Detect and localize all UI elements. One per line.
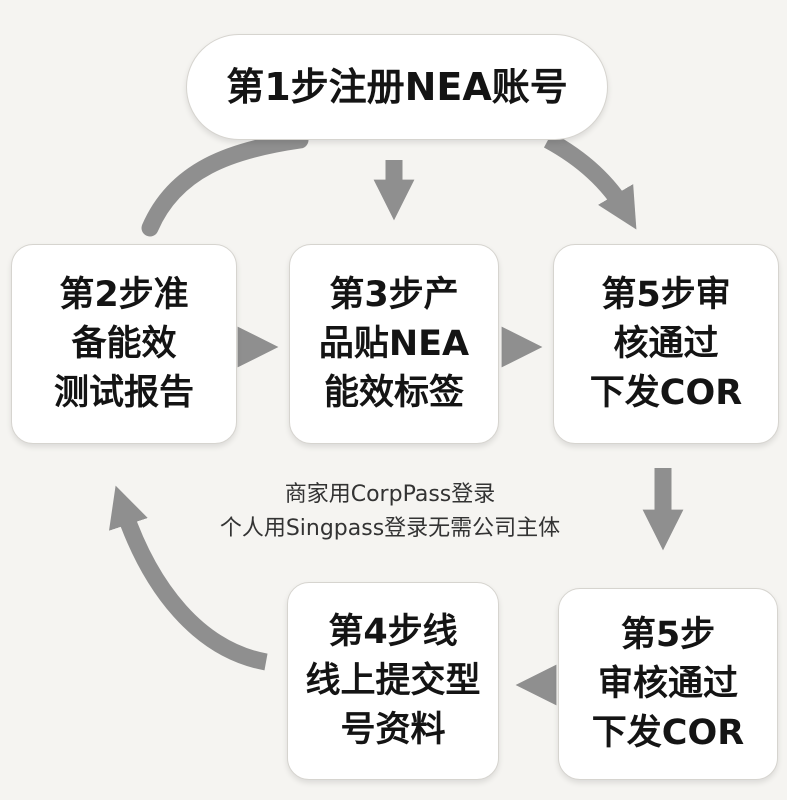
arrow-loop-left-top	[141, 131, 309, 237]
step4-label: 第4步线 线上提交型 号资料	[305, 611, 481, 750]
step4-box: 第4步线 线上提交型 号资料	[287, 582, 499, 780]
step3-box: 第3步产 品贴NEA 能效标签	[289, 244, 499, 444]
note-line1: 商家用CorpPass登录	[284, 482, 496, 507]
step5-top-box: 第5步审 核通过 下发COR	[553, 244, 779, 444]
step3-label: 第3步产 品贴NEA 能效标签	[318, 274, 470, 413]
arrow-step1-to-step5	[543, 132, 637, 230]
note-line2: 个人用Singpass登录无需公司主体	[219, 516, 561, 541]
step5-bottom-box: 第5步 审核通过 下发COR	[558, 588, 778, 780]
arrow-step4-to-step2	[109, 485, 268, 671]
step1-label: 第1步注册NEA账号	[226, 65, 568, 109]
login-note: 商家用CorpPass登录 个人用Singpass登录无需公司主体	[150, 478, 630, 546]
step5-top-label: 第5步审 核通过 下发COR	[589, 274, 743, 413]
step5-bottom-label: 第5步 审核通过 下发COR	[591, 614, 745, 753]
step2-label: 第2步准 备能效 测试报告	[53, 274, 194, 413]
step2-box: 第2步准 备能效 测试报告	[11, 244, 237, 444]
step1-box: 第1步注册NEA账号	[186, 34, 608, 140]
